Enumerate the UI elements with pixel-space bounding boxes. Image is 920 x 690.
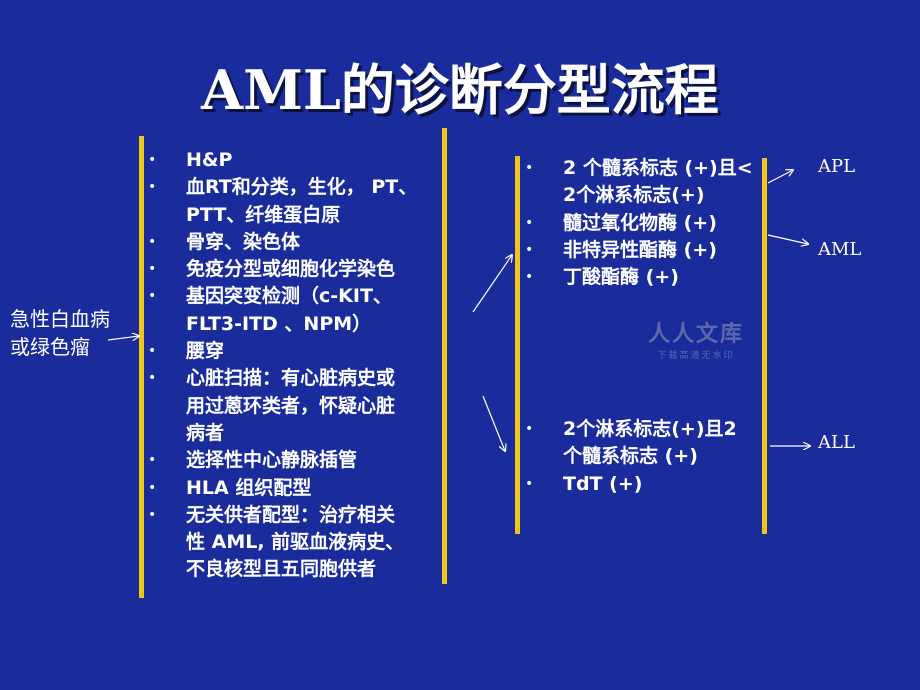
workup-item-line: 心脏扫描：有心脏病史或 [186,367,396,390]
bracket-bar-workup-right [442,128,447,584]
myeloid-marker-item: • 2 个髓系标志 (+)且< 2个淋系标志(+) [525,155,773,210]
workup-item: • 基因突变检测（c-KIT、 FLT3-ITD 、NPM） [148,283,448,338]
bullet-icon: • [525,475,534,492]
lymphoid-marker-item-line: TdT (+) [563,472,643,495]
myeloid-marker-item-line: 髓过氧化物酶 (+) [563,211,717,234]
bullet-icon: • [525,214,534,231]
myeloid-marker-item: • 丁酸酯酶 (+) [525,264,773,291]
workup-item: • 血RT和分类，生化， PT、 PTT、纤维蛋白原 [148,174,448,229]
arrow-to-apl [767,170,793,184]
arrow-to-workup [107,336,139,340]
bullet-icon: • [148,452,157,469]
bullet-icon: • [148,288,157,305]
workup-item: • 选择性中心静脉插管 [148,447,448,474]
myeloid-marker-item-line: 2 个髓系标志 (+)且< [563,157,753,179]
workup-item: • 骨穿、染色体 [148,229,448,256]
myeloid-marker-item: • 非特异性酯酶 (+) [525,237,773,264]
myeloid-marker-list: • 2 个髓系标志 (+)且< 2个淋系标志(+) • 髓过氧化物酶 (+) • 非特异性酯… [525,155,773,291]
arrow-to-myeloid [472,255,512,313]
arrow-to-aml [767,234,808,244]
workup-item-line: 不良核型且五同胞供者 [186,558,377,581]
workup-item: • 腰穿 [148,338,448,365]
workup-item-line: 基因突变检测（c-KIT、 [186,285,392,308]
myeloid-marker-item: • 髓过氧化物酶 (+) [525,210,773,237]
workup-list: • H&P • 血RT和分类，生化， PT、 PTT、纤维蛋白原 • 骨穿、染色体 • 免疫分型… [148,147,448,584]
lymphoid-marker-item: • TdT (+) [525,471,773,498]
workup-item-line: PTT、纤维蛋白原 [186,203,341,226]
workup-item: • HLA 组织配型 [148,475,448,502]
workup-item-line: H&P [186,149,233,171]
workup-item: • 心脏扫描：有心脏病史或用过蒽环类者，怀疑心脏病者 [148,365,448,447]
result-apl: APL [818,156,856,177]
myeloid-marker-item-line: 2个淋系标志(+) [563,184,705,207]
disease-label-line-1: 急性白血病 [10,307,110,331]
myeloid-marker-item-line: 非特异性酯酶 (+) [563,238,717,261]
bullet-icon: • [148,370,157,387]
result-all: ALL [818,432,855,453]
workup-item: • H&P [148,147,448,174]
bullet-icon: • [525,269,534,286]
slide-title: AML的诊断分型流程 [201,58,719,122]
bullet-icon: • [148,506,157,523]
bullet-icon: • [148,479,157,496]
workup-item-line: 血RT和分类，生化， PT、 [186,176,418,199]
disease-label-line-2: 或绿色瘤 [10,335,90,359]
workup-item-line: 用过蒽环类者，怀疑心脏 [186,394,396,417]
watermark-main: 人人文库 [648,322,745,347]
bullet-icon: • [148,152,157,168]
watermark-sub: 下载高清无水印 [657,351,735,361]
bracket-bar-markers-right [762,158,767,534]
myeloid-marker-item-line: 丁酸酯酶 (+) [563,266,679,289]
workup-item-line: 无关供者配型：治疗相关 [186,503,396,526]
workup-item-line: FLT3-ITD 、NPM） [186,312,372,335]
workup-item-line: HLA 组织配型 [186,476,312,499]
arrow-to-lymphoid [482,395,505,451]
workup-item-line: 免疫分型或细胞化学染色 [186,258,396,281]
bullet-icon: • [148,261,157,278]
bracket-bar-left [139,136,144,598]
workup-item: • 无关供者配型：治疗相关性 AML, 前驱血液病史、不良核型且五同胞供者 [148,502,448,584]
workup-item-line: 骨穿、染色体 [186,230,301,253]
bullet-icon: • [148,233,157,250]
watermark: 人人文库 下载高清无水印 [648,316,744,361]
lymphoid-marker-list: • 2个淋系标志(+)且2 个髓系标志 (+) • TdT (+) [525,416,773,498]
bullet-icon: • [525,160,534,176]
bullet-icon: • [525,421,534,437]
workup-item-line: 腰穿 [186,340,225,363]
bracket-bar-markers-left [515,156,520,534]
bullet-icon: • [148,343,157,360]
workup-item-line: 病者 [186,421,225,444]
lymphoid-marker-item-line: 2个淋系标志(+)且2 [563,418,737,440]
bullet-icon: • [148,179,157,196]
lymphoid-marker-item-line: 个髓系标志 (+) [563,445,698,468]
lymphoid-marker-item: • 2个淋系标志(+)且2 个髓系标志 (+) [525,416,773,471]
workup-item-line: 性 AML, 前驱血液病史、 [186,531,405,554]
bullet-icon: • [525,241,534,258]
result-aml: AML [818,239,862,260]
disease-label: 急性白血病 或绿色瘤 [10,305,110,361]
workup-item: • 免疫分型或细胞化学染色 [148,256,448,283]
workup-item-line: 选择性中心静脉插管 [186,449,358,472]
